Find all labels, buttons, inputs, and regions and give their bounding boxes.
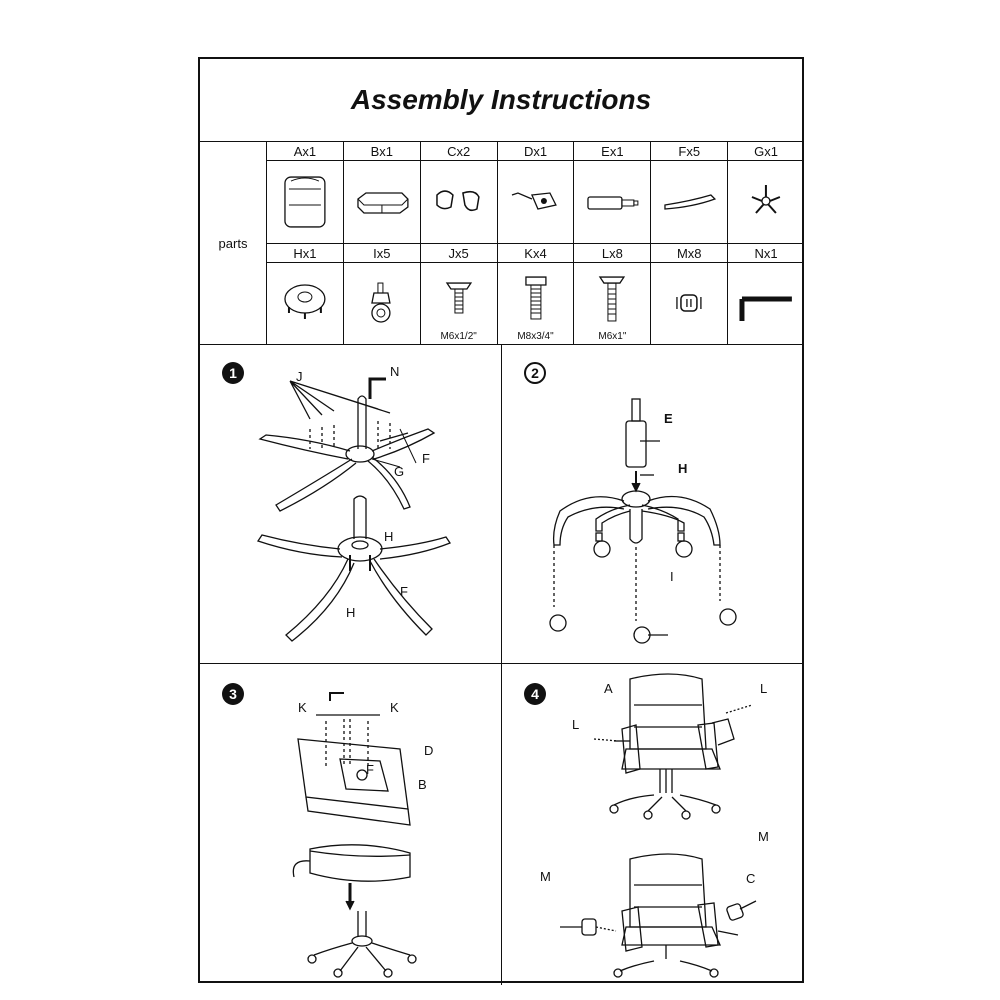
part-cell: M8x3/4" <box>498 263 575 345</box>
page-title: Assembly Instructions <box>200 59 802 142</box>
armrest-bracket-icon <box>435 190 480 212</box>
part-callout: A <box>604 681 613 696</box>
step1-diagram <box>250 359 490 649</box>
step-number: 2 <box>524 362 546 384</box>
part-label: Kx4 <box>498 244 575 262</box>
bolt-size-caption: M8x3/4" <box>517 331 554 342</box>
part-cell <box>267 161 344 243</box>
star-base-icon <box>751 185 781 214</box>
part-cell <box>574 161 652 243</box>
step2-diagram <box>530 359 800 649</box>
step3-diagram <box>250 679 490 979</box>
part-label: Mx8 <box>651 244 729 262</box>
bolt-size-caption: M6x1" <box>598 331 627 342</box>
part-cell <box>498 161 575 243</box>
mechanism-plate-icon <box>511 192 557 210</box>
part-callout: F <box>422 451 430 466</box>
parts-label: parts <box>218 235 248 251</box>
step-number: 3 <box>222 683 244 705</box>
part-label: Ix5 <box>344 244 421 262</box>
bolt-size-caption: M6x1/2" <box>440 331 477 342</box>
part-callout: K <box>298 700 307 715</box>
part-cell <box>728 161 804 243</box>
base-leg-icon <box>664 194 717 210</box>
seat-cushion-icon <box>357 192 409 214</box>
allen-key-icon <box>739 296 793 321</box>
part-callout: M <box>758 829 769 844</box>
part-label: Cx2 <box>421 142 498 160</box>
gas-cylinder-icon <box>587 196 639 210</box>
part-callout: B <box>418 777 427 792</box>
parts-grid: Ax1 Bx1 Cx2 Dx1 Ex1 Fx5 Gx1 <box>266 142 804 345</box>
part-callout: F <box>366 762 374 777</box>
part-callout: E <box>664 411 673 426</box>
part-callout: I <box>670 569 674 584</box>
parts-row2-icons: M6x1/2" M8x3/4" M6x1" <box>267 263 804 345</box>
parts-row2-labels: Hx1 Ix5 Jx5 Kx4 Lx8 Mx8 Nx1 <box>267 243 804 263</box>
parts-row1-labels: Ax1 Bx1 Cx2 Dx1 Ex1 Fx5 Gx1 <box>267 142 804 161</box>
part-cell <box>651 263 729 345</box>
step4-diagram <box>530 669 800 979</box>
part-label: Ax1 <box>267 142 344 160</box>
cap-nut-icon <box>676 294 702 312</box>
step-number: 4 <box>524 683 546 705</box>
caster-wheel-icon <box>371 282 391 323</box>
part-label: Lx8 <box>574 244 652 262</box>
bolt-icon <box>599 276 626 322</box>
part-label: Dx1 <box>498 142 575 160</box>
base-hub-icon <box>284 284 326 319</box>
part-label: Gx1 <box>754 143 778 159</box>
part-callout: G <box>394 464 405 479</box>
part-callout: H <box>346 605 356 620</box>
part-cell <box>728 263 804 345</box>
part-cell <box>651 161 729 243</box>
part-callout: K <box>390 700 399 715</box>
part-callout: F <box>400 584 408 599</box>
part-callout: C <box>746 871 756 886</box>
parts-row1-icons <box>267 161 804 243</box>
part-label: Bx1 <box>344 142 421 160</box>
part-cell: M6x1" <box>574 263 652 345</box>
part-callout: H <box>678 461 688 476</box>
part-label: Jx5 <box>421 244 498 262</box>
part-callout: L <box>572 717 580 732</box>
step-number: 1 <box>222 362 244 384</box>
part-callout: J <box>296 369 303 384</box>
part-label: Nx1 <box>754 245 778 261</box>
part-label: Hx1 <box>267 244 344 262</box>
part-label: Ex1 <box>574 142 652 160</box>
part-callout: D <box>424 743 434 758</box>
instruction-sheet: Assembly Instructions parts Ax1 Bx1 Cx2 … <box>198 57 804 985</box>
part-callout: H <box>384 529 394 544</box>
part-cell: M6x1/2" <box>421 263 498 345</box>
part-callout: M <box>540 869 551 884</box>
seat-back-icon <box>284 176 326 228</box>
part-cell <box>344 263 421 345</box>
part-cell <box>267 263 344 345</box>
divider <box>501 344 502 985</box>
part-cell <box>421 161 498 243</box>
part-cell <box>344 161 421 243</box>
part-callout: L <box>760 681 768 696</box>
part-label: Fx5 <box>651 142 729 160</box>
bolt-icon <box>445 282 472 314</box>
bolt-icon <box>524 276 547 320</box>
part-callout: N <box>390 364 400 379</box>
